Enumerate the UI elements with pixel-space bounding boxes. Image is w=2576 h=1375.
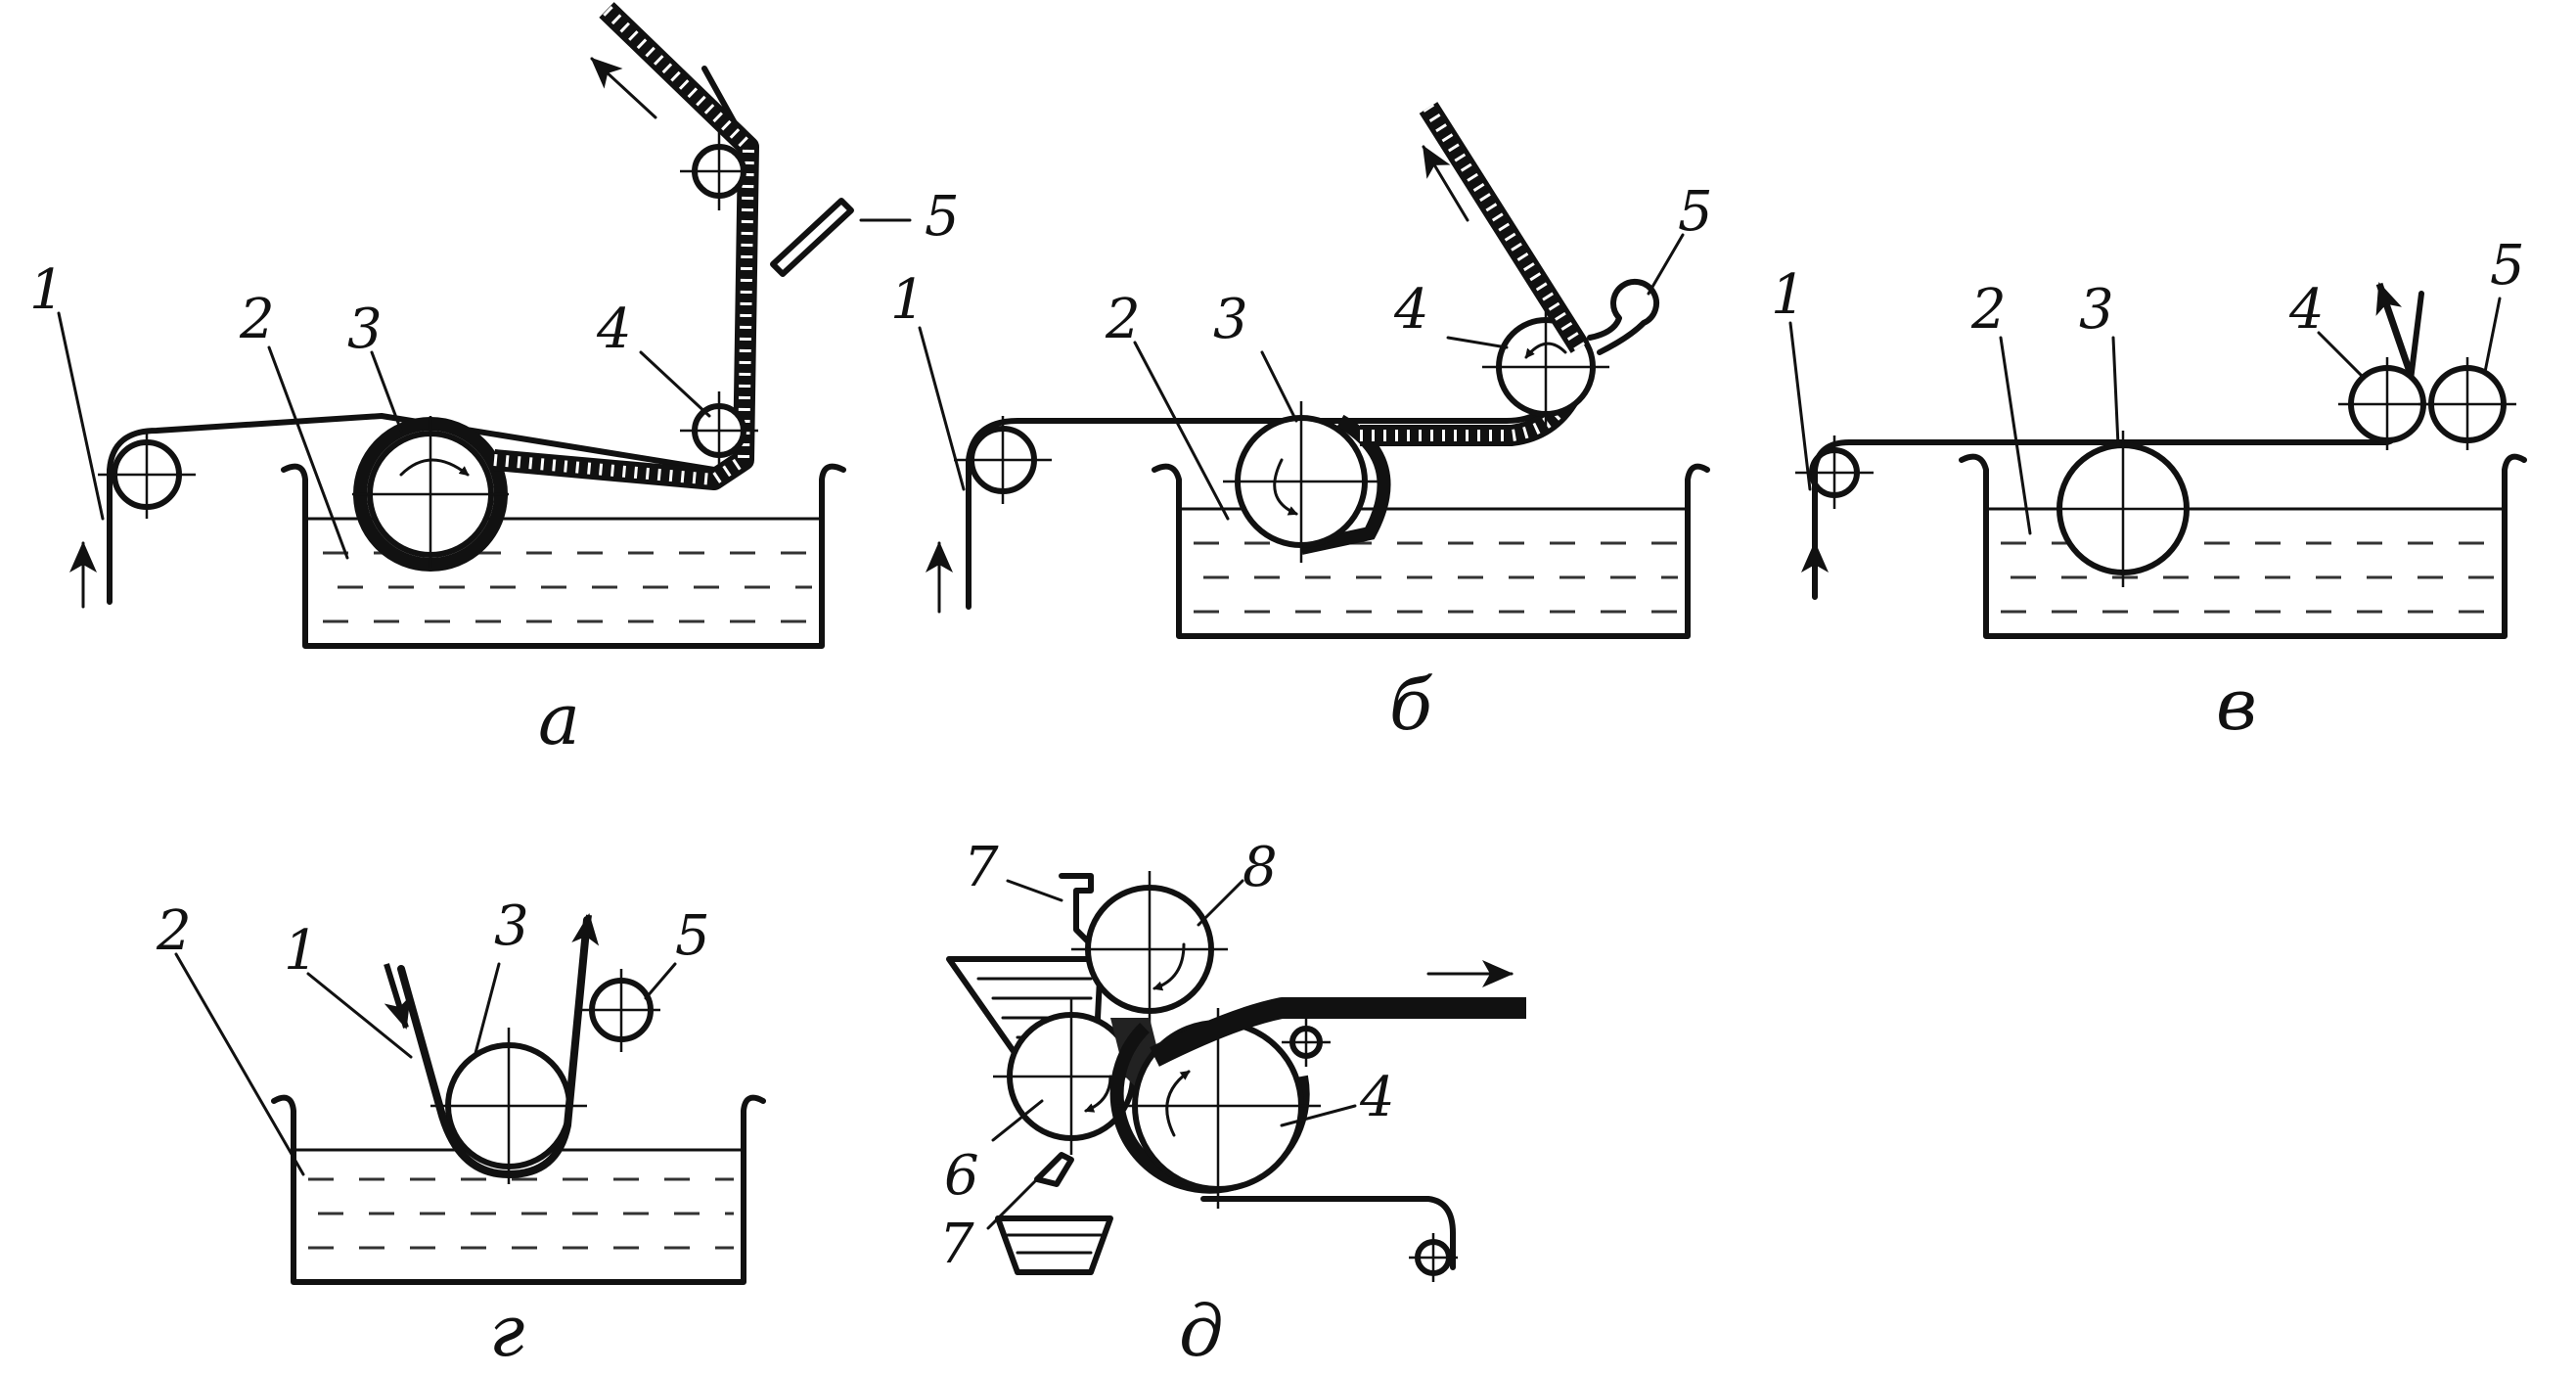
label-1-a: 1 <box>29 258 65 322</box>
guide-roller-lower-e <box>1409 1233 1458 1282</box>
exit-arrow-d <box>571 913 600 970</box>
label-7-lower-e: 7 <box>939 1213 974 1276</box>
panel-e: 7 8 6 4 7 д <box>939 836 1526 1372</box>
roll-8-e <box>1071 871 1228 1028</box>
doctor-blade-upper-e <box>1059 873 1094 947</box>
caption-e: д <box>1179 1290 1224 1370</box>
doctor-blade-lower-e <box>1034 1152 1074 1187</box>
label-5-d: 5 <box>675 904 710 968</box>
panel-a: 1 2 3 4 5 а <box>29 2 960 760</box>
panel-c: 1 2 3 4 5 в <box>1771 234 2527 746</box>
coated-web-e <box>1150 997 1526 1067</box>
tray-lower-e <box>995 1215 1113 1275</box>
label-6-e: 6 <box>944 1144 979 1208</box>
label-3-a: 3 <box>347 298 383 361</box>
label-5-a: 5 <box>925 185 960 249</box>
applicator-roll-c <box>2045 431 2201 587</box>
bath-d <box>271 1094 766 1285</box>
label-4-b: 4 <box>1393 278 1429 342</box>
bath-a <box>281 463 846 649</box>
leader-lines-e <box>986 879 1357 1230</box>
caption-a: а <box>538 678 580 760</box>
label-2-c: 2 <box>1970 278 2007 342</box>
bath-b <box>1152 463 1710 639</box>
label-5-b: 5 <box>1678 180 1713 244</box>
label-3-d: 3 <box>494 894 529 958</box>
leader-lines-b <box>918 233 1685 521</box>
label-8-e: 8 <box>1243 836 1278 899</box>
caption-d: г <box>489 1290 524 1370</box>
caption-b: б <box>1389 664 1433 746</box>
roll-5-c <box>2418 357 2516 450</box>
label-2-b: 2 <box>1105 288 1141 351</box>
exit-arrow-b <box>1422 145 1469 222</box>
doctor-blade-a <box>770 198 854 277</box>
exit-arrow-c <box>2375 282 2414 374</box>
web-return-e <box>1200 1196 1456 1270</box>
label-1-b: 1 <box>890 268 926 332</box>
bath-c <box>1959 453 2527 639</box>
leader-lines-c <box>1788 297 2502 535</box>
metering-roll-b <box>1482 308 1609 426</box>
label-2-a: 2 <box>239 288 275 351</box>
label-7-upper-e: 7 <box>964 836 999 899</box>
caption-c: в <box>2216 664 2257 746</box>
feed-arrow-d <box>384 963 411 1030</box>
applicator-roll-b <box>1223 401 1391 563</box>
knife-5-b <box>1587 278 1659 355</box>
label-3-c: 3 <box>2079 278 2114 342</box>
label-4-e: 4 <box>1359 1066 1395 1129</box>
dip-roll-d <box>430 1028 587 1184</box>
panel-d: 2 1 3 5 г <box>156 894 766 1372</box>
exit-arrow-a <box>590 57 657 119</box>
label-2-d: 2 <box>156 899 192 963</box>
leader-lines-a <box>57 218 912 560</box>
label-1-c: 1 <box>1771 263 1806 327</box>
panel-b: 1 2 3 4 5 б <box>890 102 1713 746</box>
label-1-d: 1 <box>284 919 319 983</box>
guide-roller-4-lower-a <box>680 391 758 470</box>
roll-5-d <box>582 969 660 1052</box>
label-4-c: 4 <box>2288 278 2325 342</box>
substrate-web-d <box>397 916 591 1178</box>
guide-roller-4-upper-a <box>680 132 758 210</box>
applicator-roll-a <box>352 416 509 572</box>
label-5-c: 5 <box>2490 234 2525 298</box>
guide-roller-upper-e <box>1282 1018 1331 1067</box>
label-3-b: 3 <box>1213 288 1248 351</box>
label-4-a: 4 <box>596 298 632 361</box>
guide-roller-a <box>98 431 196 519</box>
leader-lines-d <box>174 952 677 1176</box>
